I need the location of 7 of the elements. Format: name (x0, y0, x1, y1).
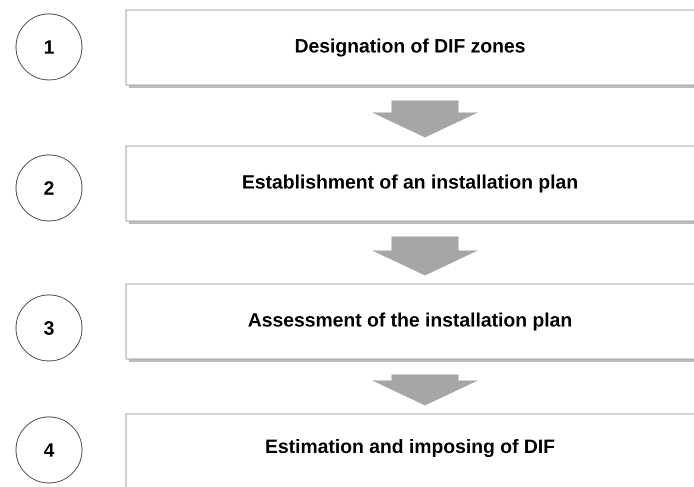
step-box: Assessment of the installation plan (125, 283, 694, 362)
block-arrow (372, 236, 478, 276)
block-arrow (372, 100, 478, 138)
block-arrow (372, 374, 478, 406)
step-box: Establishment of an installation plan (125, 145, 694, 224)
step-box: Designation of DIF zones (125, 9, 694, 88)
step-box: Estimation and imposing of DIF (125, 413, 694, 487)
